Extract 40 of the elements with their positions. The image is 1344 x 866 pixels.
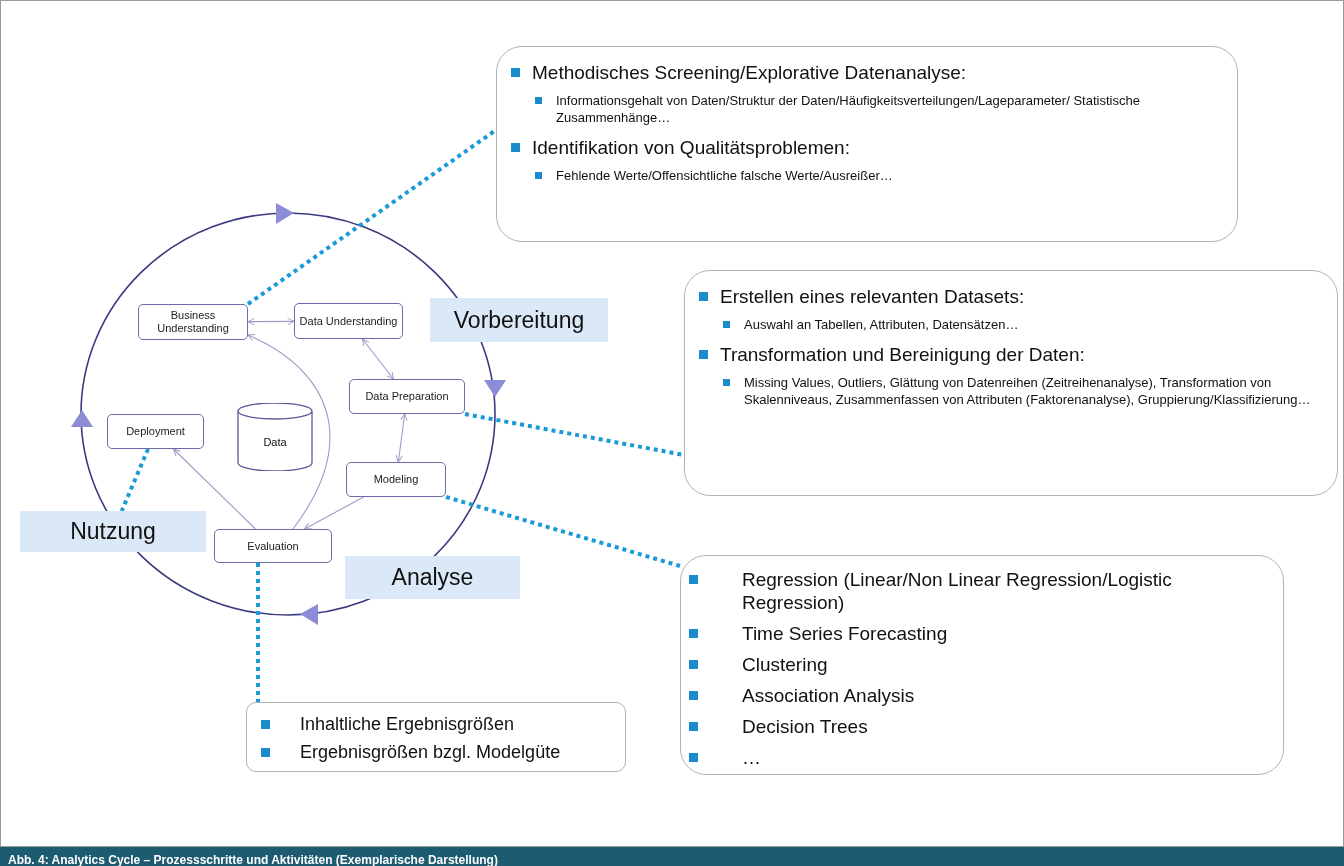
callout-box — [246, 702, 626, 772]
database-cylinder: Data — [237, 403, 313, 471]
callout-box — [680, 555, 1284, 775]
leader-line — [256, 563, 260, 702]
phase-label: Vorbereitung — [430, 298, 608, 342]
process-box: Modeling — [346, 462, 446, 497]
bullet-text: Clustering — [742, 653, 828, 676]
process-box: Data Understanding — [294, 303, 403, 339]
bullet-text: Ergebnisgrößen bzgl. Modelgüte — [300, 741, 561, 763]
bullet-text: Identifikation von Qualitätsproblemen: — [532, 136, 850, 159]
bullet-text: Missing Values, Outliers, Glättung von Datenreihen (Zeitreihenanalyse), Transformation von Skalenniveaus, Zusammenfassen von Attributen (Faktorenanalyse), Gruppierung/Klassifizierung… — [744, 374, 1312, 408]
process-box: Deployment — [107, 414, 204, 449]
bullet-text: Auswahl an Tabellen, Attributen, Datensätzen… — [744, 316, 1019, 333]
arrow — [172, 448, 257, 530]
bullet-text: Transformation und Bereinigung der Daten: — [720, 343, 1085, 366]
bullet-text: Methodisches Screening/Explorative Datenanalyse: — [532, 61, 967, 84]
bullet-text: Time Series Forecasting — [742, 622, 948, 645]
arrow — [247, 334, 331, 530]
process-box: Business Understanding — [138, 304, 248, 340]
bullet-text: Erstellen eines relevanten Datasets: — [720, 285, 1025, 308]
bullet-text: … — [742, 746, 761, 769]
phase-label: Analyse — [345, 556, 520, 599]
bullet-text: Regression (Linear/Non Linear Regression/Logistic Regression) — [742, 568, 1173, 614]
arrow — [361, 338, 394, 380]
leader-line — [445, 495, 681, 568]
leader-line — [119, 448, 150, 512]
bullet-text: Informationsgehalt von Daten/Struktur der Daten/Häufigkeitsverteilungen/Lageparameter/ Statistische Zusammenhänge… — [556, 92, 1141, 126]
bullet-text: Inhaltliche Ergebnisgrößen — [300, 713, 515, 735]
callout-box — [496, 46, 1238, 242]
bullet-text: Decision Trees — [742, 715, 868, 738]
phase-label: Nutzung — [20, 511, 206, 552]
arrow — [303, 496, 365, 530]
bullet-text: Association Analysis — [742, 684, 915, 707]
arrow — [395, 413, 408, 463]
process-box: Evaluation — [214, 529, 332, 563]
leader-line — [464, 412, 685, 457]
caption: Abb. 4: Analytics Cycle – Prozessschritte und Aktivitäten (Exemplarische Darstellung) — [8, 853, 498, 866]
callout-box — [684, 270, 1338, 496]
process-box: Data Preparation — [349, 379, 465, 414]
bullet-text: Fehlende Werte/Offensichtliche falsche Werte/Ausreißer… — [556, 167, 893, 184]
